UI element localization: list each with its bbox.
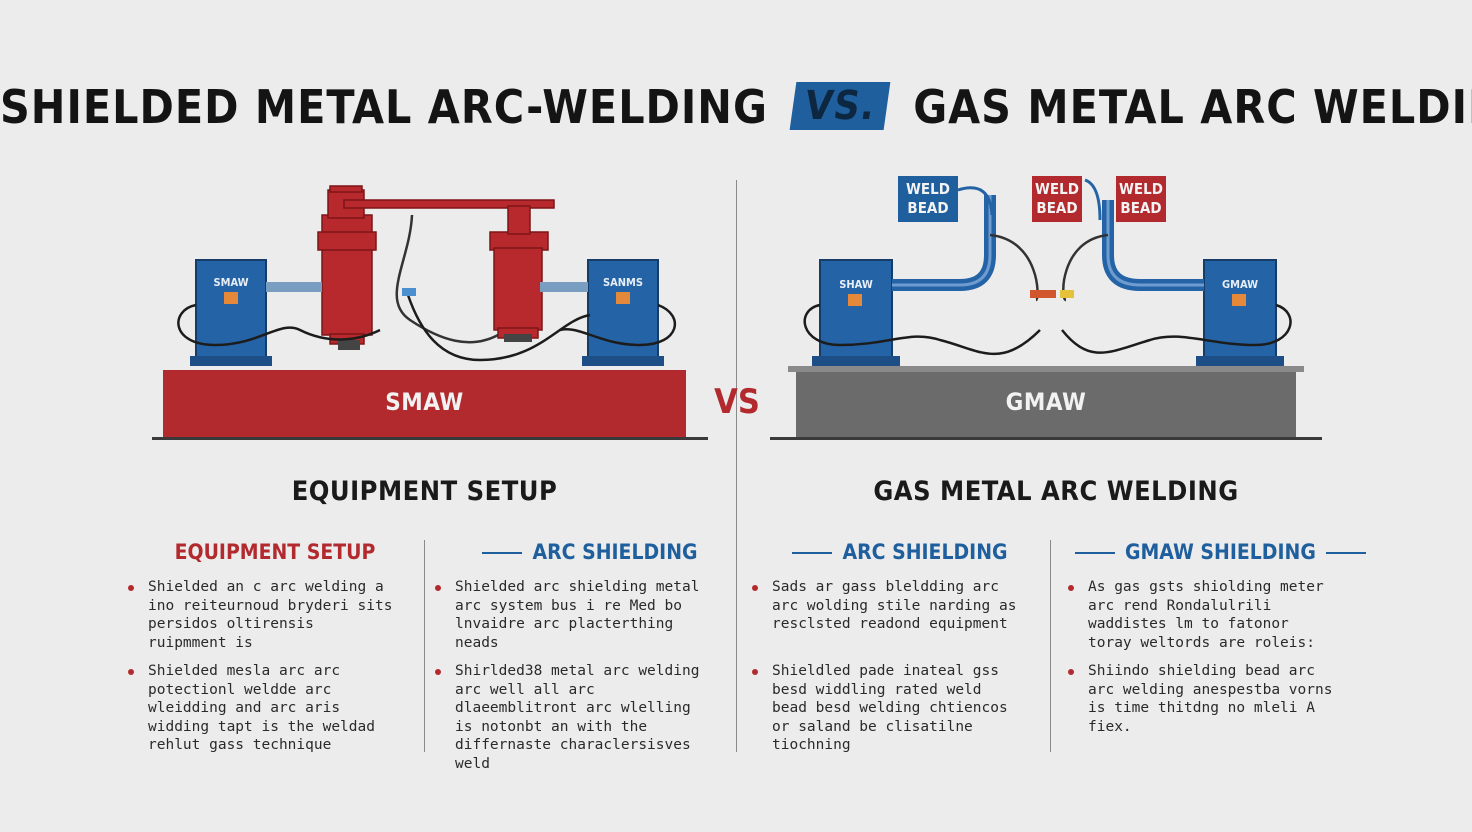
weld-bead-tag-3-bg — [1116, 176, 1166, 222]
bullet-dot — [435, 585, 441, 591]
smaw-cable-1 — [177, 303, 381, 347]
gmaw-base-line — [770, 437, 1322, 440]
gmaw-base-top — [788, 366, 1304, 372]
column-2-bullet-2: Shirlded38 metal arc welding arc well al… — [435, 662, 705, 773]
bullet-dot — [752, 585, 758, 591]
gmaw-machine-left-label: SHAW — [839, 278, 873, 291]
gmaw-machine-left-indicator — [848, 294, 862, 306]
gmaw-cable-4 — [1061, 303, 1292, 354]
column-4-heading: GMAW SHIELDING — [1065, 540, 1366, 564]
gmaw-base-slab — [796, 370, 1296, 438]
smaw-base-label: SMAW — [385, 388, 464, 416]
smaw-machine-right-label: SANMS — [602, 276, 644, 289]
gmaw-machine-left-base — [812, 356, 900, 366]
smaw-red-electrode-holder — [317, 185, 555, 345]
weld-bead-tag-3: WELD BEAD — [1119, 180, 1163, 217]
column-3-bullet-2: Shieldled pade inateal gss besd widdling… — [752, 662, 1022, 755]
smaw-cable-4 — [559, 303, 677, 347]
center-vs-label: VS — [714, 382, 760, 422]
gmaw-junction-left — [1030, 290, 1056, 298]
gmaw-equipment — [770, 176, 1322, 440]
right-sub-heading: GAS METAL ARC WELDING — [873, 476, 1239, 507]
smaw-connector-left — [266, 282, 322, 292]
smaw-cable-3 — [406, 294, 591, 362]
center-divider — [736, 180, 737, 752]
smaw-machine-left-label: SMAW — [213, 276, 249, 289]
smaw-clamp-left — [338, 340, 360, 350]
bullet-dot — [1068, 669, 1074, 675]
smaw-machine-left-indicator — [224, 292, 238, 304]
smaw-equipment — [152, 185, 708, 440]
column-1-heading: EQUIPMENT SETUP — [174, 540, 376, 564]
gmaw-base-label: GMAW — [1005, 388, 1087, 416]
gmaw-machine-right-base — [1196, 356, 1284, 366]
smaw-machine-right-base — [582, 356, 664, 366]
dash-decoration — [1075, 552, 1115, 554]
title-left: SHIELDED METAL ARC-WELDING — [0, 80, 768, 134]
column-2-bullet-1: Shielded arc shielding metal arc system … — [435, 578, 705, 652]
left-column-divider — [424, 540, 425, 752]
smaw-machine-right-indicator — [616, 292, 630, 304]
title-right: GAS METAL ARC WELDING — [913, 80, 1472, 134]
column-4-bullet-2: Shiindo shielding bead arc arc welding a… — [1068, 662, 1338, 736]
column-4-bullet-1: As gas gsts shiolding meter arc rend Ron… — [1068, 578, 1338, 652]
welding-equipment-illustration — [152, 176, 1322, 440]
gmaw-machine-right-indicator — [1232, 294, 1246, 306]
smaw-connector-right — [540, 282, 588, 292]
weld-bead-tag-1: WELD BEAD — [906, 180, 950, 217]
bullet-dot — [752, 669, 758, 675]
smaw-cable-junction — [402, 288, 416, 296]
bullet-dot — [435, 669, 441, 675]
smaw-clamp-right — [504, 334, 532, 342]
smaw-base-slab — [163, 370, 686, 438]
bullet-dot — [128, 585, 134, 591]
gmaw-hose-left — [957, 186, 994, 216]
column-2-heading: ARC SHIELDING — [440, 540, 730, 564]
column-3-heading: ARC SHIELDING — [750, 540, 1040, 564]
dash-decoration — [482, 552, 523, 554]
column-1-bullet-2: Shielded mesla arc arc potectionl weldde… — [128, 662, 398, 755]
gmaw-machine-right-label: GMAW — [1221, 278, 1259, 291]
smaw-cable-2 — [395, 214, 499, 344]
smaw-machine-left-base — [190, 356, 272, 366]
gmaw-torch-right-highlight — [1106, 200, 1204, 287]
dash-decoration — [1325, 552, 1366, 554]
page-title: SHIELDED METAL ARC-WELDING VS. GAS METAL… — [0, 80, 1472, 134]
weld-bead-tag-2: WELD BEAD — [1035, 180, 1079, 217]
gmaw-hose-right — [1084, 178, 1102, 221]
column-3-bullet-1: Sads ar gass bleldding arc arc wolding s… — [752, 578, 1022, 634]
bullet-dot — [128, 669, 134, 675]
dash-decoration — [792, 552, 833, 554]
weld-bead-tag-2-bg — [1032, 176, 1082, 222]
gmaw-junction-right — [1060, 290, 1074, 298]
column-1-bullet-1: Shielded an c arc welding a ino reiteurn… — [128, 578, 398, 652]
gmaw-torch-left-highlight — [892, 195, 992, 287]
left-sub-heading: EQUIPMENT SETUP — [291, 476, 558, 507]
gmaw-cable-1 — [803, 303, 1041, 356]
weld-bead-tag-1-bg — [898, 176, 958, 222]
smaw-base-line — [152, 437, 708, 440]
right-column-divider — [1050, 540, 1051, 752]
bullet-dot — [1068, 585, 1074, 591]
